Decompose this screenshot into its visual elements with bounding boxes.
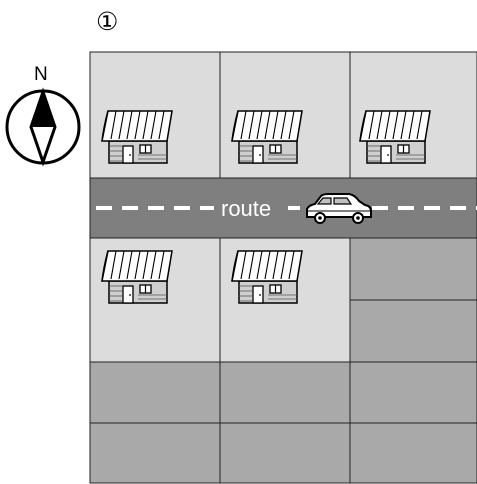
north-needle-icon [31, 92, 55, 127]
block-r3-c1 [89, 361, 221, 424]
block-r4-c3 [349, 422, 477, 484]
block-r3-c2 [219, 361, 351, 424]
block-r2-c3-north [349, 237, 477, 301]
house-icon [231, 110, 303, 164]
figure-number: ① [96, 8, 118, 36]
house-icon [231, 250, 303, 304]
compass-north-label: N [34, 64, 48, 85]
house-icon [359, 110, 431, 164]
car-icon [306, 193, 372, 224]
house-icon [101, 110, 173, 164]
road-label: route [221, 196, 271, 221]
block-r4-c1 [89, 422, 221, 484]
compass: N [5, 64, 81, 167]
block-r4-c2 [219, 422, 351, 484]
house-icon [101, 250, 173, 304]
block-r2-c3-south [349, 299, 477, 363]
block-r3-c3 [349, 361, 477, 424]
